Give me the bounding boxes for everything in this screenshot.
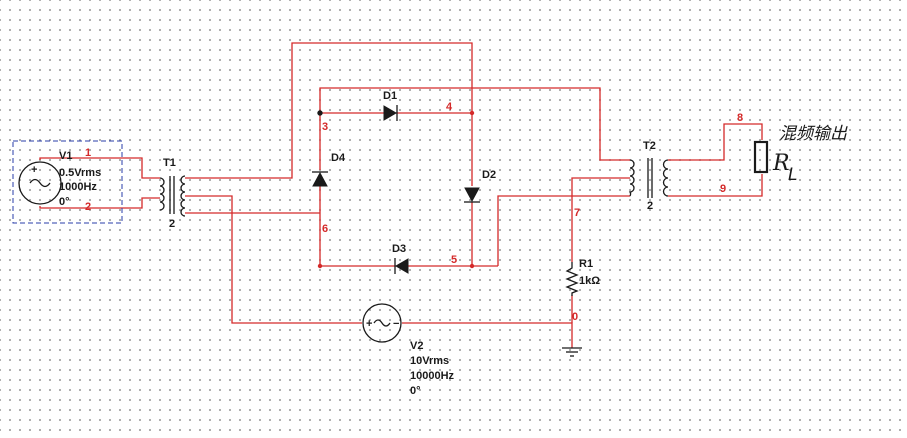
v1-amplitude: 0.5Vrms <box>59 167 101 179</box>
svg-text:+: + <box>31 164 37 176</box>
diode-d1[interactable]: D1 <box>383 90 398 121</box>
source-v2[interactable]: + − V2 10Vrms 10000Hz 0° <box>362 303 455 397</box>
wire-node5-to-t2[interactable] <box>497 195 630 266</box>
v2-frequency: 10000Hz <box>410 370 455 382</box>
net-label-2: 2 <box>85 201 91 213</box>
junction-node-6 <box>317 263 323 269</box>
d2-name: D2 <box>482 169 496 181</box>
wire-net-8[interactable] <box>668 123 763 161</box>
diode-d3[interactable]: D3 <box>392 243 409 274</box>
net-label-9: 9 <box>720 183 726 195</box>
net-label-0: 0 <box>572 311 578 323</box>
junctions <box>317 110 475 269</box>
svg-text:+: + <box>366 318 372 330</box>
t2-ratio: 2 <box>647 200 653 212</box>
r1-name: R1 <box>579 258 593 270</box>
v2-phase: 0° <box>410 385 421 397</box>
sine-icon <box>373 319 391 327</box>
v1-frequency: 1000Hz <box>59 181 97 193</box>
ground-icon[interactable] <box>562 347 582 357</box>
rl-subscript: L <box>788 165 797 185</box>
wire-t1-center-tap[interactable] <box>185 195 362 324</box>
load-resistor-rl[interactable]: R L <box>753 140 797 185</box>
svg-text:−: − <box>393 318 399 330</box>
net-label-8: 8 <box>737 112 743 124</box>
net-label-5: 5 <box>451 254 457 266</box>
sine-icon <box>29 178 51 188</box>
net-label-1: 1 <box>85 147 91 159</box>
selection-box <box>12 140 123 224</box>
r1-value: 1kΩ <box>579 275 600 287</box>
v2-amplitude: 10Vrms <box>410 355 449 367</box>
net-label-3: 3 <box>322 121 328 133</box>
transformer-t1[interactable]: T1 2 <box>159 157 186 230</box>
t2-secondary-coil <box>662 159 669 197</box>
t1-ratio: 2 <box>169 218 175 230</box>
transformer-t2[interactable]: T2 2 <box>628 140 669 212</box>
junction-node-5 <box>469 263 475 269</box>
v1-name: V1 <box>59 150 72 162</box>
rl-label: R <box>772 151 790 176</box>
net-label-4: 4 <box>446 101 453 113</box>
junction-node-3 <box>317 110 323 116</box>
t2-name: T2 <box>643 140 656 152</box>
v2-name: V2 <box>410 340 423 352</box>
output-note: 混频输出 <box>779 124 848 144</box>
wires <box>39 42 763 348</box>
wire-node3-to-t2[interactable] <box>319 87 630 161</box>
wire-v2-to-ground[interactable] <box>402 322 573 348</box>
wire-net-9[interactable] <box>668 174 763 197</box>
rl-body <box>753 140 769 174</box>
d3-name: D3 <box>392 243 406 255</box>
net-label-7: 7 <box>574 207 580 219</box>
t2-primary-coil <box>628 159 635 197</box>
diode-d4[interactable]: D4 <box>312 152 346 187</box>
d4-name: D4 <box>331 152 346 164</box>
t1-name: T1 <box>163 157 176 169</box>
net-labels: 1 2 3 4 5 6 7 8 9 0 <box>85 101 743 323</box>
diode-d2[interactable]: D2 <box>464 169 496 203</box>
source-v1[interactable]: + V1 0.5Vrms 1000Hz 0° <box>12 140 123 224</box>
v1-phase: 0° <box>59 196 70 208</box>
d1-name: D1 <box>383 90 397 102</box>
t1-primary-coil <box>159 177 165 211</box>
wire-net-1[interactable] <box>39 157 160 179</box>
wire-net-2[interactable] <box>39 197 160 209</box>
t1-secondary-coil <box>180 175 186 217</box>
wire-net-7[interactable] <box>571 177 630 262</box>
wire-t1-sec-top[interactable] <box>185 42 473 179</box>
junction-node-4 <box>469 110 475 116</box>
resistor-r1[interactable]: R1 1kΩ <box>565 258 600 296</box>
net-label-6: 6 <box>322 223 328 235</box>
